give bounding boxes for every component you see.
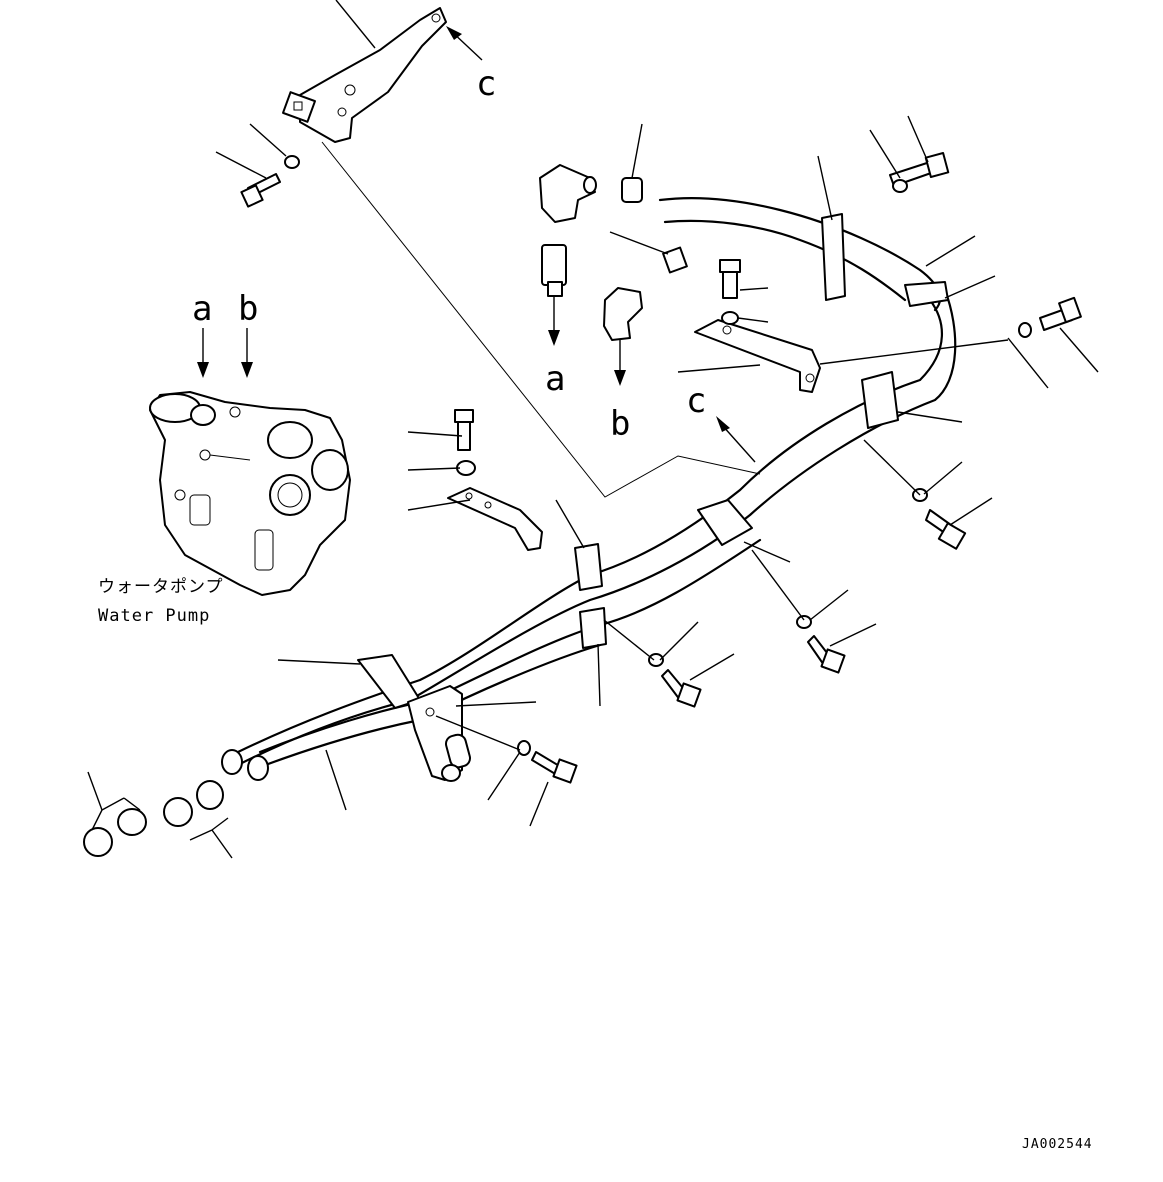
arrow-c-top: c — [446, 26, 496, 104]
hose-assembly — [226, 196, 957, 772]
water-pump — [149, 391, 351, 596]
small-clamp — [609, 231, 688, 274]
bolts-right — [517, 152, 1082, 784]
water-pump-label-jp: ウォータポンプ — [98, 577, 224, 597]
marker-b-top: b — [238, 289, 258, 329]
arrow-b-pump: b — [238, 289, 258, 378]
top-bracket — [282, 0, 447, 143]
bolt-top-left — [215, 123, 300, 208]
hose-ends — [83, 749, 269, 857]
elbow-fitting-top — [539, 164, 597, 223]
hose-clamp-top — [621, 123, 643, 203]
lower-bracket — [407, 685, 472, 782]
leader-bracket-to-hose — [321, 141, 761, 498]
marker-b-bottom: b — [610, 404, 630, 444]
elbow-fitting-b: b — [603, 287, 643, 444]
mid-bracket — [447, 409, 543, 551]
arrow-a-pump: a — [192, 289, 212, 378]
marker-a-top: a — [192, 289, 212, 329]
drawing-code: JA002544 — [1022, 1137, 1093, 1152]
marker-c-top: c — [476, 64, 496, 104]
leader-lines — [87, 115, 1099, 859]
right-bracket — [677, 259, 821, 393]
marker-a-bottom: a — [545, 359, 565, 399]
marker-c-mid: c — [686, 381, 706, 421]
connector-fitting-a: a — [541, 244, 567, 399]
water-pump-label-en: Water Pump — [98, 606, 210, 626]
hose-clamps — [357, 213, 949, 709]
arrow-c-mid: c — [686, 381, 756, 463]
